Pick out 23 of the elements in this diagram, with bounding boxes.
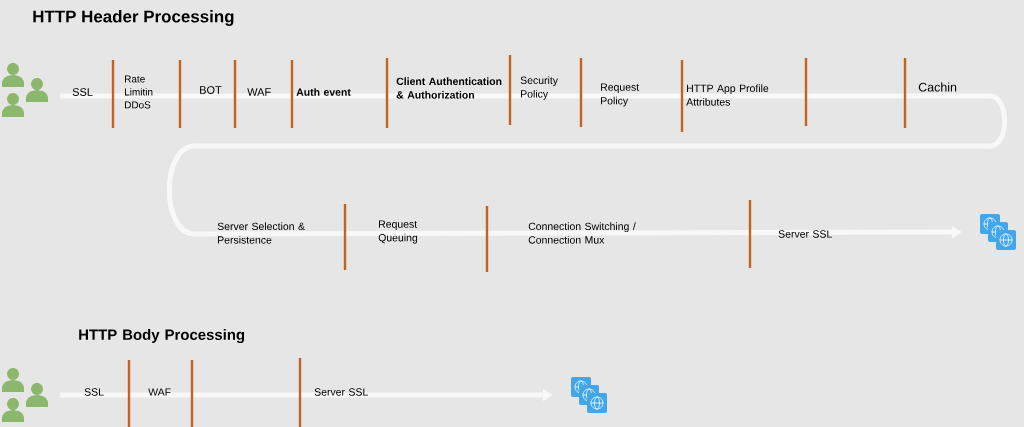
- stage-label: Server SSL: [314, 388, 368, 396]
- stage-label: SSL: [84, 388, 104, 396]
- stage-label: Request Policy: [601, 83, 640, 107]
- section-heading: HTTP Body Processing: [79, 329, 245, 343]
- servers-icon: [980, 214, 1016, 250]
- stage-label: BOT: [200, 86, 222, 94]
- stage-label: Request Queuing: [378, 220, 418, 244]
- stage-label: WAF: [247, 88, 271, 96]
- stage-label: HTTP App Profile Attributes: [686, 84, 769, 106]
- stage-label: Server Selection & Persistence: [217, 222, 305, 244]
- stage-label: Auth event: [296, 88, 351, 96]
- users-icon: [2, 368, 48, 422]
- stage-label: Server SSL: [778, 230, 832, 238]
- stage-label: Cachin: [918, 82, 957, 92]
- stage-label: Security Policy: [520, 76, 558, 100]
- heading: HTTP Header Processing: [33, 10, 234, 26]
- servers-icon: [571, 377, 607, 413]
- stage-label: WAF: [148, 388, 171, 396]
- stage-label: Connection Switching / Connection Mux: [528, 222, 636, 244]
- users-icon: [2, 63, 48, 117]
- stage-label: Client Authentication & Authorization: [396, 77, 502, 99]
- stage-label: SSL: [72, 88, 93, 96]
- stage-label: Rate Limitin DDoS: [125, 75, 153, 109]
